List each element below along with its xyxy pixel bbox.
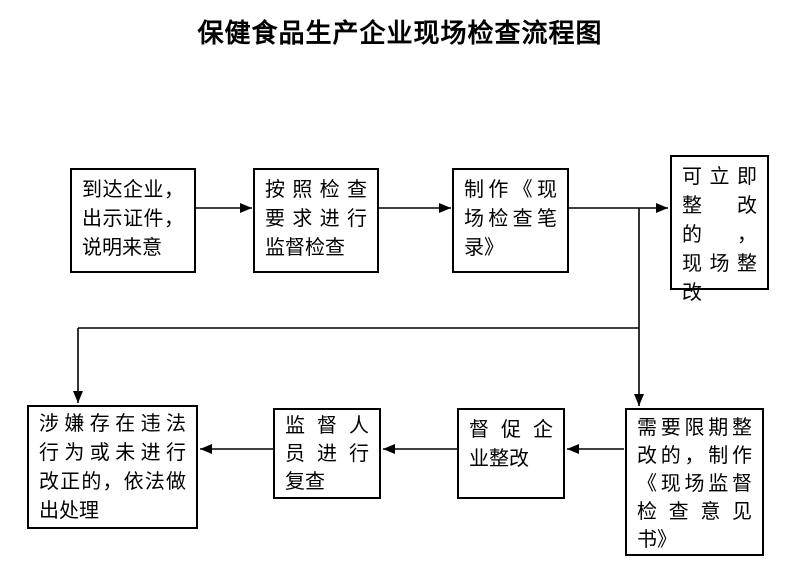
node-text-line: 行为或未进行 [39,442,186,464]
node-text-line: 《现场监督 [637,473,752,495]
node-text-line: 出处理 [39,500,99,522]
node-text-line: 可立即 [682,166,757,188]
flow-node-immediate-fix: 可立即 整改的， 现场整 改 [670,155,769,304]
flow-node-urge-rectify: 督促企 业整改 [457,408,565,499]
node-text-line: 业整改 [469,448,529,470]
node-text-line: 监督检查 [265,237,345,259]
node-text-line: 整改的， [682,195,757,246]
node-text-line: 出示证件， [82,208,184,230]
node-text-line: 要求进行 [265,208,367,230]
node-text-line: 需要限期整 [637,417,752,439]
node-text-line: 改 [682,282,702,304]
node-text-line: 录》 [464,237,504,259]
flow-node-deadline-fix: 需要限期整 改的，制作 《现场监督 检查意见 书》 [625,408,764,556]
node-text-line: 制作《现 [464,179,557,201]
flow-node-punish: 涉嫌存在违法 行为或未进行 改正的，依法做 出处理 [27,405,198,529]
node-text-line: 书》 [637,529,677,551]
node-text-line: 改正的，依法做 [39,471,186,493]
node-text-line: 督促企 [469,419,553,441]
flow-node-arrive: 到达企业， 出示证件， 说明来意 [70,168,196,273]
node-text-line: 涉嫌存在违法 [39,413,186,435]
flow-node-recheck: 监督人 员进行 复查 [273,408,381,499]
flow-node-inspect: 按照检查 要求进行 监督检查 [253,168,379,273]
node-text-line: 改的，制作 [637,445,752,467]
node-text-line: 复查 [285,471,325,493]
node-text-line: 员进行 [285,443,369,465]
node-text-line: 按照检查 [265,179,367,201]
flow-node-record: 制作《现 场检查笔 录》 [452,168,569,273]
node-text-line: 检查意见 [637,501,752,523]
node-text-line: 场检查笔 [464,208,557,230]
node-text-line: 现场整 [682,253,757,275]
node-text-line: 说明来意 [82,237,162,259]
node-text-line: 监督人 [285,415,369,437]
page-title: 保健食品生产企业现场检查流程图 [197,19,603,48]
node-text-line: 到达企业， [82,179,184,201]
